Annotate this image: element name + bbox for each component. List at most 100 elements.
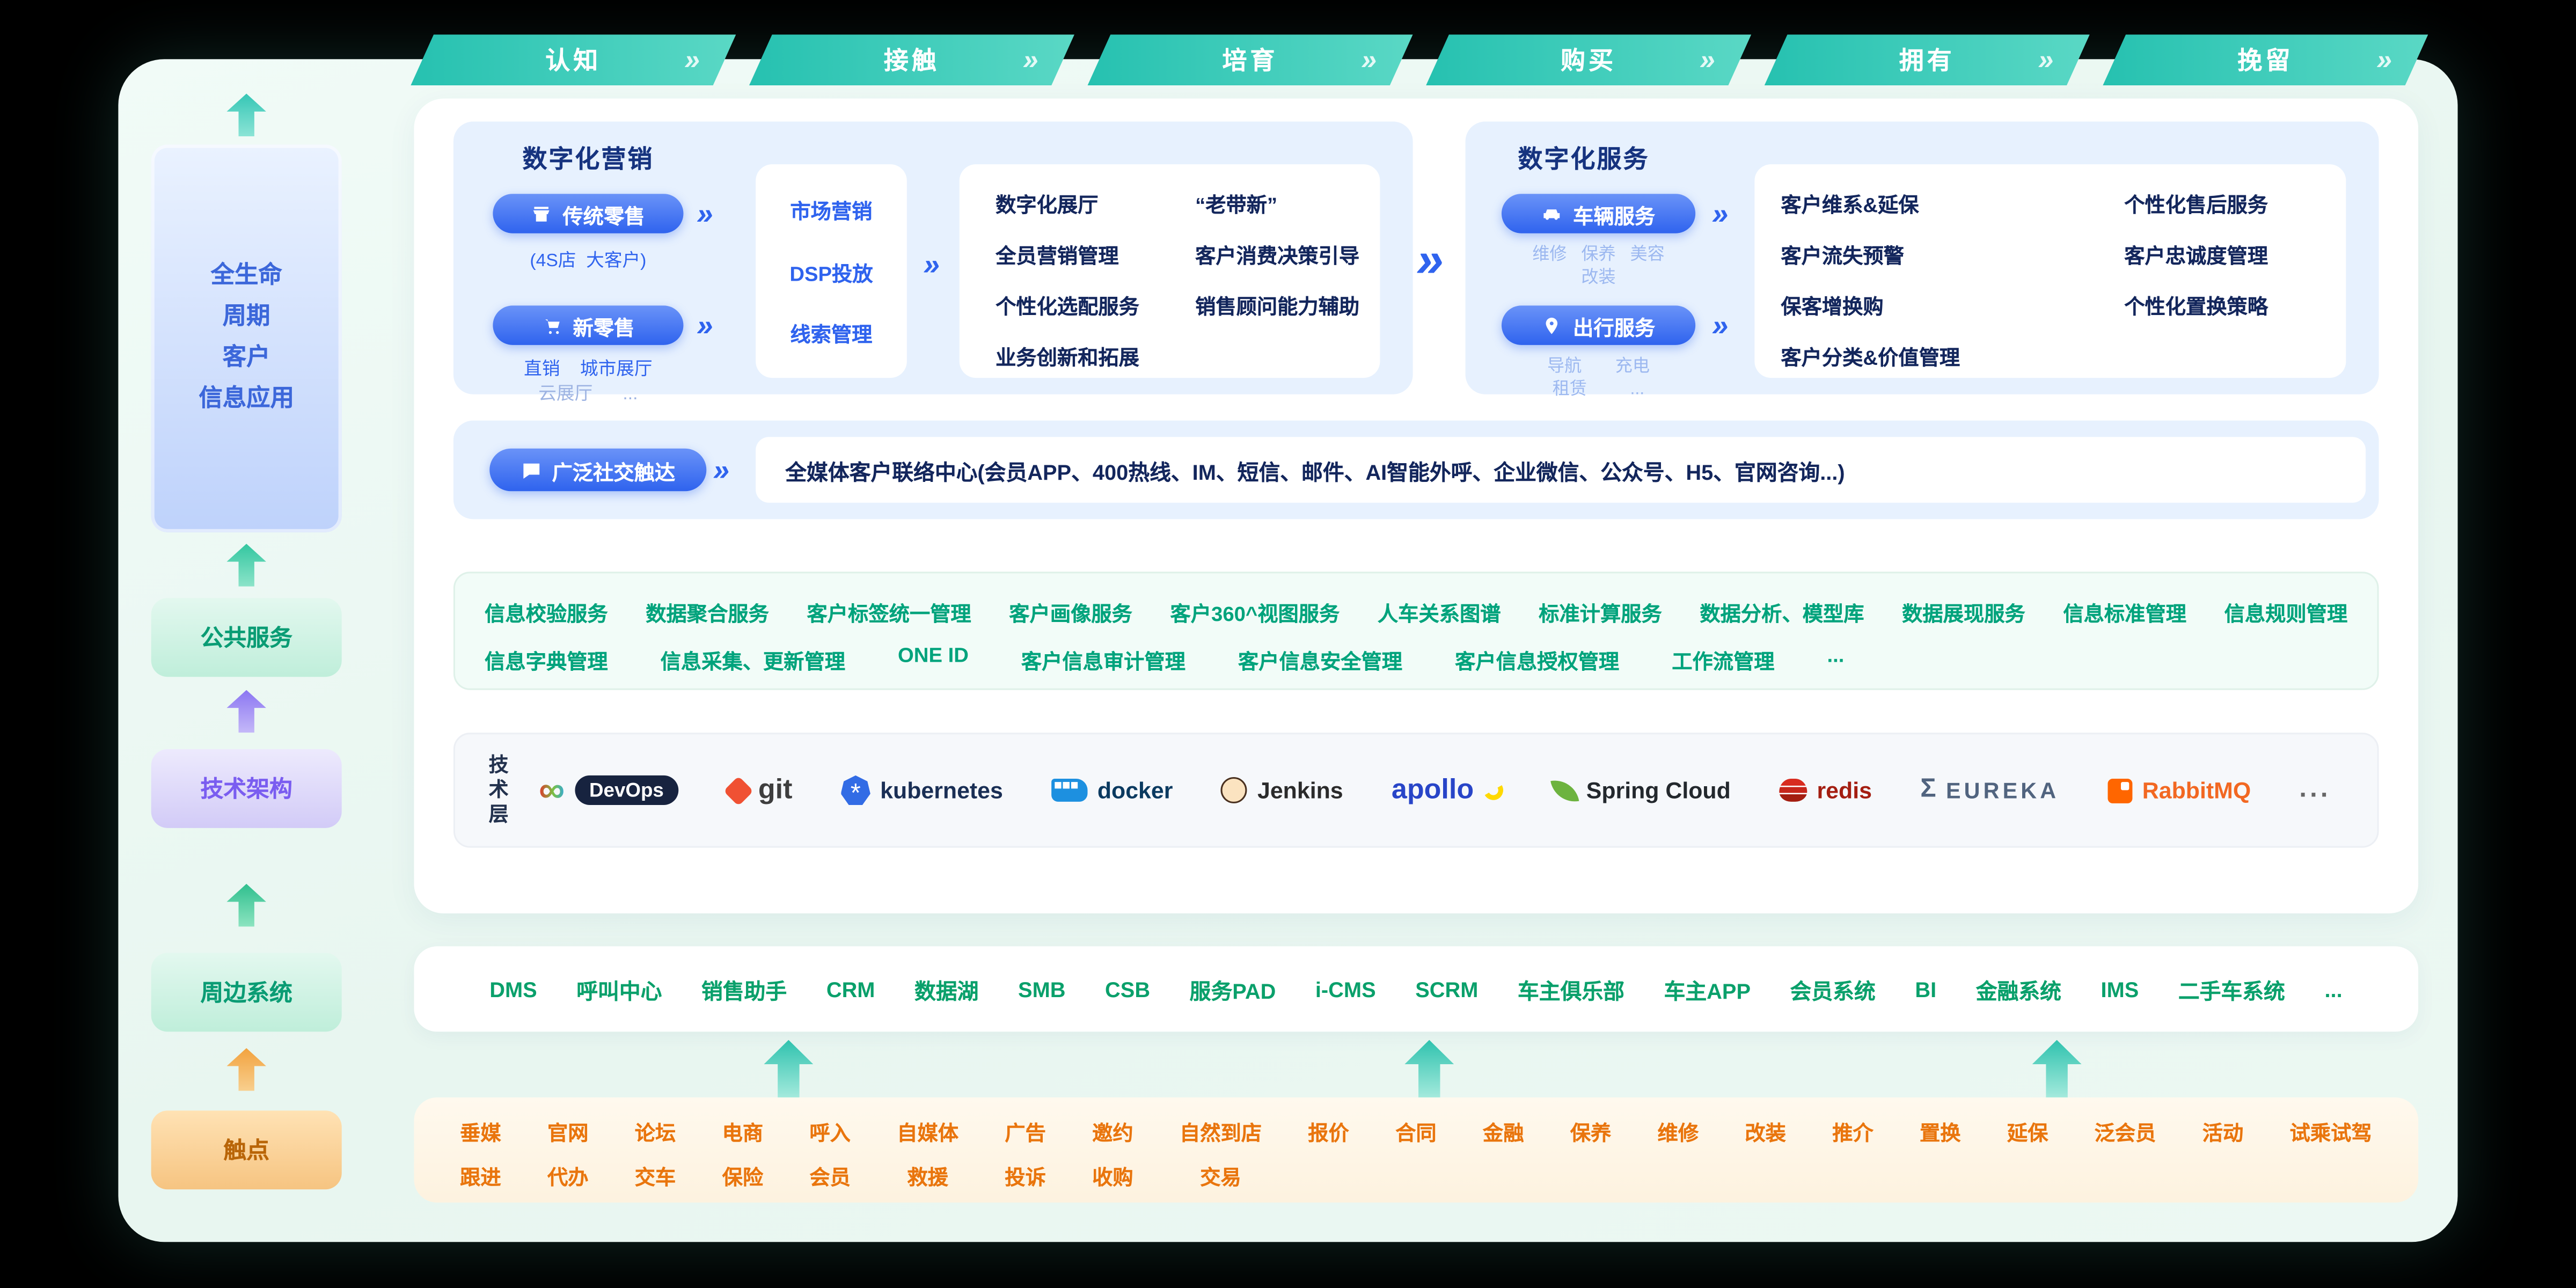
car-icon (1544, 208, 1561, 219)
list-item: SCRM (1415, 976, 1479, 1001)
list-item: 客户信息安全管理 (1238, 650, 1403, 674)
logo-spring-cloud: Spring Cloud (1549, 775, 1731, 805)
touchpoint-column: 维修 (1658, 1116, 1699, 1185)
list-item: 客户分类&价值管理 (1781, 346, 1960, 370)
stage-label: 培育 (1222, 47, 1278, 76)
chat-bubble-icon (523, 463, 540, 478)
list-item: ONE ID (898, 643, 969, 667)
travel-service-sub2: 租赁 ... (1552, 379, 1645, 399)
logo-git: git (722, 774, 792, 807)
vehicle-service-sub1: 维修 保养 美容 (1532, 245, 1665, 265)
logo-label: DevOps (574, 775, 679, 805)
devops-icon (539, 769, 565, 812)
list-item: 销售顾问能力辅助 (1195, 296, 1360, 319)
kubernetes-icon (840, 775, 870, 805)
list-item: ... (1827, 643, 1845, 667)
arrow-right-icon (1712, 199, 1729, 228)
touchpoint-column: 泛会员 (2095, 1116, 2156, 1185)
logo-jenkins: Jenkins (1221, 777, 1343, 803)
touchpoint-item: 泛会员 (2094, 1122, 2156, 1145)
touchpoint-column: 活动 (2202, 1116, 2244, 1185)
list-item: 车主APP (1664, 978, 1751, 1003)
logo-kubernetes: kubernetes (840, 775, 1003, 805)
list-item: 个性化选配服务 (996, 296, 1139, 319)
location-pin-icon (1547, 317, 1558, 334)
list-item: 会员系统 (1790, 978, 1876, 1003)
lifecycle-label: 全生命 周期 客户 信息应用 (199, 262, 294, 413)
list-item: 客户忠诚度管理 (2124, 245, 2268, 268)
list-item: 信息标准管理 (2063, 603, 2187, 626)
travel-service-sub1: 导航 充电 (1547, 356, 1650, 377)
touchpoint-column: 广告投诉 (1005, 1116, 1046, 1190)
touchpoint-item: 延保 (2007, 1122, 2048, 1145)
list-item: 全员营销管理 (996, 245, 1119, 268)
list-item: BI (1915, 976, 1937, 1001)
logo-redis: redis (1779, 777, 1872, 803)
list-item: 信息采集、更新管理 (660, 650, 846, 674)
logo-apollo: apollo (1392, 774, 1506, 807)
stage-label: 购买 (1561, 47, 1617, 76)
git-icon (722, 775, 753, 806)
list-item: 客户360^视图服务 (1170, 603, 1340, 626)
stage-3: 培育 (1088, 34, 1413, 85)
list-item: 呼叫中心 (576, 978, 662, 1003)
logo-label: Spring Cloud (1586, 777, 1731, 803)
features-column: 客户维系&延保客户流失预警保客增换购客户分类&价值管理 (1781, 187, 1960, 378)
list-item: i-CMS (1315, 976, 1376, 1001)
touchpoint-column: 论坛交车 (635, 1116, 676, 1190)
touchpoint-item: 自然到店 (1179, 1122, 1262, 1145)
stage-2: 接触 (749, 34, 1074, 85)
list-item: “老带新” (1195, 194, 1278, 217)
sidebar-touchpoints-box: 触点 (151, 1110, 342, 1190)
pill-label: 传统零售 (562, 204, 645, 228)
touchpoint-item: 收购 (1092, 1166, 1133, 1190)
docker-icon (1051, 779, 1088, 802)
stage-6: 挽留 (2103, 34, 2428, 85)
pill-label: 出行服务 (1573, 316, 1656, 340)
logo-eureka: EUREKA (1920, 775, 2059, 805)
logo-docker: docker (1051, 777, 1173, 803)
stage-label: 接触 (883, 47, 940, 76)
list-item: 二手车系统 (2178, 978, 2285, 1003)
list-item: 业务创新和拓展 (996, 346, 1139, 370)
touchpoint-item: 呼入 (809, 1122, 851, 1145)
list-item: 人车关系图谱 (1377, 603, 1501, 626)
touchpoint-column: 垂媒跟进 (460, 1116, 501, 1190)
vehicle-service-pill: 车辆服务 (1501, 194, 1696, 233)
touchpoint-item: 交易 (1200, 1166, 1241, 1190)
features-column: “老带新”客户消费决策引导销售顾问能力辅助 (1195, 187, 1359, 378)
list-item: DMS (489, 976, 537, 1001)
list-item: 客户信息审计管理 (1021, 650, 1185, 674)
list-item: 标准计算服务 (1539, 603, 1662, 626)
touchpoint-item: 代办 (547, 1166, 589, 1190)
double-chevron-icon (2376, 43, 2395, 76)
touchpoint-column: 呼入会员 (809, 1116, 851, 1190)
arrow-right-icon (697, 311, 713, 340)
touchpoints-grid: 垂媒跟进官网代办论坛交车电商保险呼入会员自媒体救援广告投诉邀约收购自然到店交易报… (414, 1097, 2419, 1203)
social-reach-row: 广泛社交触达 全媒体客户联络中心(会员APP、400热线、IM、短信、邮件、AI… (453, 420, 2379, 519)
touchpoint-item: 官网 (547, 1122, 589, 1145)
list-item: 个性化置换策略 (2124, 296, 2268, 319)
touchpoint-column: 金融 (1483, 1116, 1524, 1185)
arrow-right-icon (713, 455, 730, 485)
logo-rabbitmq: RabbitMQ (2107, 777, 2251, 803)
jenkins-icon (1221, 777, 1248, 803)
touchpoint-column: 电商保险 (722, 1116, 764, 1190)
list-item: 客户信息授权管理 (1455, 650, 1620, 674)
logo-label: ... (2299, 775, 2331, 803)
logo-label: EUREKA (1945, 778, 2060, 803)
pill-label: 车辆服务 (1573, 204, 1656, 228)
list-item: 数据分析、模型库 (1700, 603, 1864, 626)
features-column: 个性化售后服务客户忠诚度管理个性化置换策略 (2124, 187, 2268, 378)
digital-service-panel: 数字化服务 车辆服务 维修 保养 美容 改装 出行服务 导航 充电 租赁 ...… (1465, 121, 2379, 399)
redis-icon (1779, 779, 1807, 802)
sidebar-lifecycle-box: 全生命 周期 客户 信息应用 (151, 144, 342, 532)
list-item: 数据湖 (914, 978, 979, 1003)
touchpoint-item: 救援 (907, 1166, 948, 1190)
logo-label: redis (1817, 777, 1872, 803)
touchpoint-item: 置换 (1920, 1122, 1961, 1145)
touchpoint-item: 跟进 (460, 1166, 501, 1190)
public-services-label: 公共服务 (200, 624, 292, 651)
